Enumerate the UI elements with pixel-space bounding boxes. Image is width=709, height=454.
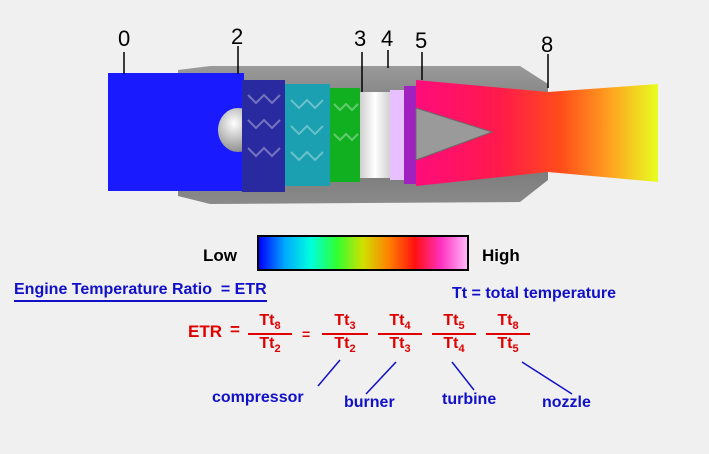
etr-symbol: ETR xyxy=(188,322,222,341)
burner-label: burner xyxy=(344,394,395,411)
burner xyxy=(360,92,390,178)
compressor-stages xyxy=(242,80,360,192)
scale-low-label: Low xyxy=(203,246,237,265)
turbine-label: turbine xyxy=(442,391,497,408)
turbine-ratio: Tt5 Tt4 xyxy=(432,312,476,355)
compressor-ratio-numerator: Tt3 xyxy=(334,312,356,333)
turbine-ratio-denominator: Tt4 xyxy=(432,333,476,355)
nozzle-ratio: Tt8 Tt5 xyxy=(486,312,530,355)
overall-ratio: Tt8 Tt2 xyxy=(248,312,292,355)
nozzle-flow xyxy=(416,80,658,186)
turbine-ratio-numerator: Tt5 xyxy=(443,312,465,333)
engine-illustration xyxy=(108,46,658,204)
station-0-label: 0 xyxy=(118,26,131,51)
station-markers xyxy=(123,46,549,92)
etr-definition-equals: = ETR xyxy=(220,281,267,298)
compressor-ratio: Tt3 Tt2 xyxy=(322,312,368,355)
station-4-label: 4 xyxy=(381,26,394,51)
burner-ratio: Tt4 Tt3 xyxy=(378,312,422,355)
equals-sign-2: = xyxy=(302,326,311,342)
temperature-color-scale xyxy=(257,235,469,271)
compressor-ratio-denominator: Tt2 xyxy=(322,333,368,355)
burner-ratio-numerator: Tt4 xyxy=(389,312,411,333)
scale-high-label: High xyxy=(482,246,520,265)
station-8-label: 8 xyxy=(541,32,554,57)
overall-denominator: Tt2 xyxy=(248,333,292,355)
tt-definition: Tt = total temperature xyxy=(452,285,617,302)
center-body xyxy=(415,107,494,161)
nozzle-label: nozzle xyxy=(542,394,591,411)
etr-definition: Engine Temperature Ratio = ETR xyxy=(14,281,267,302)
overall-numerator: Tt8 xyxy=(259,312,281,333)
station-5-label: 5 xyxy=(415,28,428,53)
turbine xyxy=(390,86,416,184)
etr-definition-title: Engine Temperature Ratio xyxy=(14,281,212,298)
nozzle-ratio-denominator: Tt5 xyxy=(486,333,530,355)
equals-sign-1: = xyxy=(230,320,240,339)
compressor-label: compressor xyxy=(212,389,304,406)
burner-ratio-denominator: Tt3 xyxy=(378,333,422,355)
station-3-label: 3 xyxy=(354,26,367,51)
station-2-label: 2 xyxy=(231,24,244,49)
nozzle-ratio-numerator: Tt8 xyxy=(497,312,519,333)
